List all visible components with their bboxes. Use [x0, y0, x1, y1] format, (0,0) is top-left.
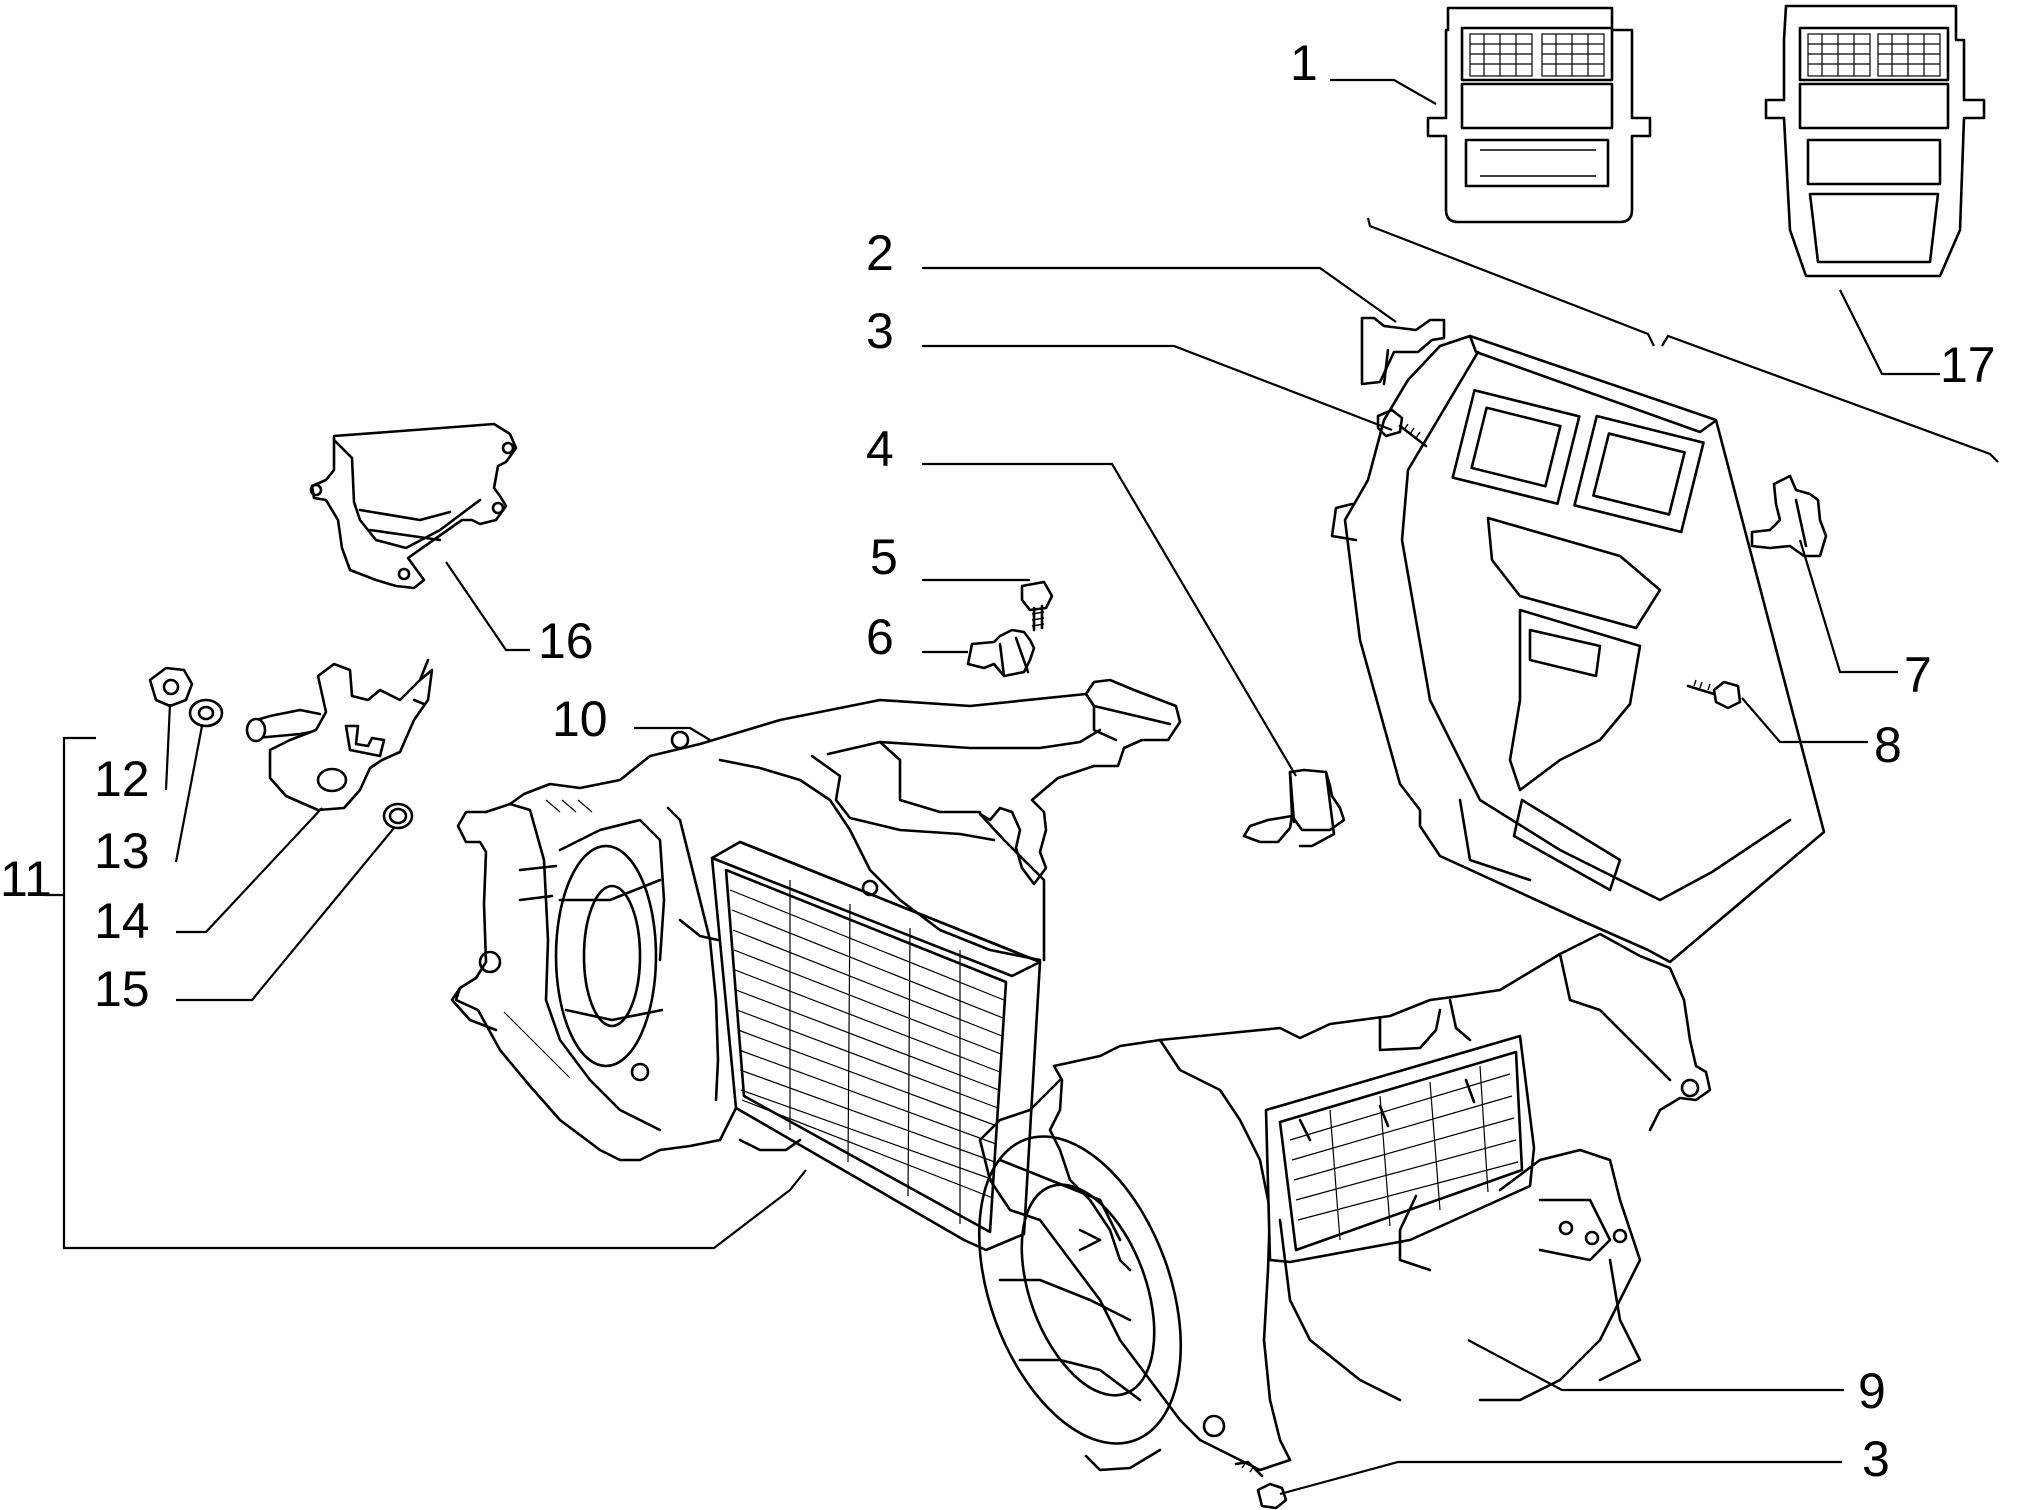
callout-17: 17 — [1940, 337, 1996, 393]
callout-16: 16 — [538, 613, 594, 669]
leader-3-upper — [922, 344, 1393, 432]
leader-lines — [44, 78, 1999, 1496]
leader-15 — [176, 827, 395, 1002]
part-6-clip — [966, 628, 1036, 678]
part-9-heater-housing-right — [977, 932, 1712, 1472]
callout-7: 7 — [1904, 647, 1932, 703]
leader-1 — [1330, 78, 1437, 105]
leader-10 — [634, 726, 711, 741]
callout-5: 5 — [870, 529, 898, 585]
callout-6: 6 — [866, 609, 894, 665]
callout-13: 13 — [94, 823, 150, 879]
bracket-1-17-left — [1366, 217, 1655, 347]
leader-7 — [1798, 539, 1898, 674]
part-5-screw — [1020, 580, 1054, 632]
part-7-bracket — [1750, 474, 1828, 558]
part-15-o-ring — [382, 802, 414, 830]
leader-14 — [176, 807, 323, 934]
callout-3-upper: 3 — [866, 303, 894, 359]
part-17-vent-bezel-alt — [1764, 4, 1986, 278]
part-10-heater-core — [710, 840, 1042, 1252]
callout-10: 10 — [552, 691, 608, 747]
callout-2: 2 — [866, 225, 894, 281]
callout-11: 11 — [0, 851, 52, 907]
leader-4 — [922, 462, 1297, 777]
leader-12 — [164, 703, 172, 791]
part-4-bracket — [1242, 768, 1346, 848]
part-12-nut — [148, 666, 194, 708]
bracket-1-17-right — [1661, 334, 1999, 463]
part-1-vent-bezel — [1426, 6, 1652, 224]
leader-17 — [1839, 289, 1940, 376]
callout-1: 1 — [1290, 35, 1318, 91]
part-3-screw-lower — [1234, 1460, 1288, 1510]
callout-8: 8 — [1874, 717, 1902, 773]
leader-11 — [62, 736, 807, 1250]
callout-12: 12 — [94, 751, 150, 807]
leader-13 — [174, 725, 204, 863]
callout-3-lower: 3 — [1862, 1431, 1890, 1487]
part-3-screw-upper — [1376, 408, 1428, 448]
leader-3-lower — [1279, 1460, 1842, 1496]
leader-9 — [1467, 1339, 1844, 1392]
callout-4: 4 — [866, 421, 894, 477]
part-14-actuator-lever — [245, 658, 434, 812]
callout-9: 9 — [1858, 1363, 1886, 1419]
part-8-screw — [1686, 679, 1742, 710]
part-13-washer — [188, 698, 224, 728]
part-11-heater-housing-left — [450, 678, 1182, 1162]
callout-14: 14 — [94, 893, 150, 949]
leader-2 — [922, 266, 1397, 323]
leader-16 — [445, 561, 530, 652]
callout-15: 15 — [94, 961, 150, 1017]
leader-8 — [1741, 697, 1868, 744]
vent-duct-housing — [1330, 334, 1826, 964]
callout-labels: 1 2 3 4 5 6 7 8 9 3 10 11 12 13 14 15 16… — [0, 35, 1996, 1487]
part-2-bracket — [1360, 316, 1446, 386]
part-16-bracket — [309, 422, 518, 590]
